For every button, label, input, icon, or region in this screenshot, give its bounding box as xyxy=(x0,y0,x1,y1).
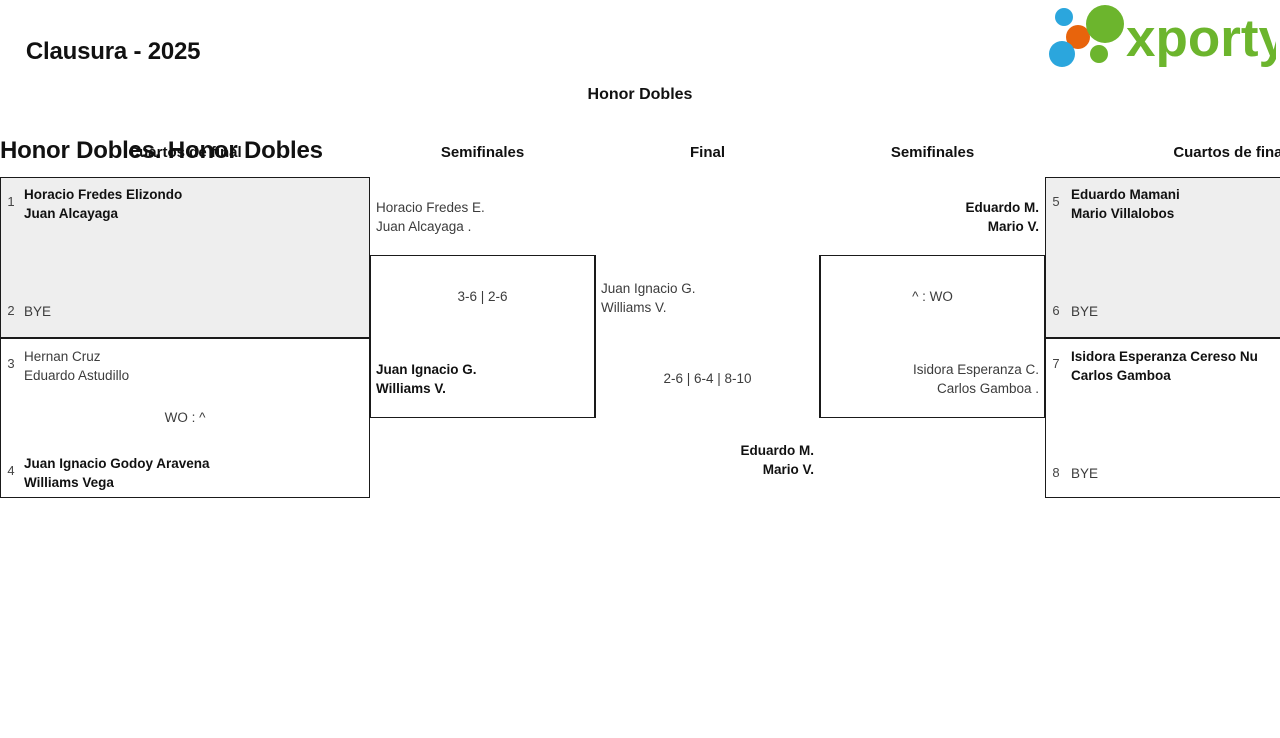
xporty-logo[interactable]: xporty xyxy=(1048,4,1276,70)
team-sl1-bottom-line2: Williams V. xyxy=(376,381,446,396)
team-sr1-bottom[interactable]: Isidora Esperanza C. Carlos Gamboa . xyxy=(820,360,1039,398)
seed-qr2-top: 7 xyxy=(1052,356,1060,371)
team-final-top-line1: Juan Ignacio G. xyxy=(601,281,696,296)
team-final-bottom-line2: Mario V. xyxy=(762,462,814,477)
team-ql1-bottom-line1: BYE xyxy=(24,304,52,319)
seed-qr1-bottom: 6 xyxy=(1052,303,1060,318)
seed-ql1-bottom: 2 xyxy=(7,303,15,318)
team-ql2-top-line2: Eduardo Astudillo xyxy=(24,368,130,383)
seed-qr1-top: 5 xyxy=(1052,194,1060,209)
team-sr1-bottom-line1: Isidora Esperanza C. xyxy=(912,362,1039,377)
team-qr1-top-line2: Mario Villalobos xyxy=(1071,206,1175,221)
match-box-ql-1[interactable] xyxy=(0,177,370,338)
logo-dot-blue-large xyxy=(1049,41,1075,67)
team-final-top-line2: Williams V. xyxy=(601,300,667,315)
team-ql2-bottom[interactable]: Juan Ignacio Godoy Aravena Williams Vega xyxy=(24,454,210,492)
logo-dot-orange xyxy=(1066,25,1090,49)
team-ql2-bottom-line2: Williams Vega xyxy=(24,475,114,490)
seed-ql2-top: 3 xyxy=(7,356,15,371)
score-sl1: 3-6 | 2-6 xyxy=(457,289,508,304)
bracket-title: Honor Dobles xyxy=(587,86,693,103)
team-sr1-top-line2: Mario V. xyxy=(987,219,1039,234)
team-qr2-bottom-line1: BYE xyxy=(1071,466,1099,481)
team-qr2-top-line2: Carlos Gamboa xyxy=(1071,368,1171,383)
team-qr2-top-line1: Isidora Esperanza Cereso Nu xyxy=(1071,349,1258,364)
match-box-final[interactable] xyxy=(595,255,820,418)
team-sl1-top-line1: Horacio Fredes E. xyxy=(376,200,485,215)
match-box-qr-2[interactable] xyxy=(1045,338,1280,498)
team-ql1-bottom[interactable]: BYE xyxy=(24,302,51,321)
team-qr1-bottom-line1: BYE xyxy=(1071,304,1099,319)
seed-ql1-top: 1 xyxy=(7,194,15,209)
score-ql2: WO : ^ xyxy=(164,410,206,425)
team-sl1-bottom-line1: Juan Ignacio G. xyxy=(376,362,477,377)
team-ql2-top[interactable]: Hernan Cruz Eduardo Astudillo xyxy=(24,347,129,385)
page-title-line2: Honor Dobles. Honor Dobles xyxy=(0,137,323,164)
score-final: 2-6 | 6-4 | 8-10 xyxy=(663,371,752,386)
seed-ql2-bottom: 4 xyxy=(7,463,15,478)
team-ql2-bottom-line1: Juan Ignacio Godoy Aravena xyxy=(24,456,210,471)
logo-dot-green-large xyxy=(1086,5,1124,43)
team-final-bottom-line1: Eduardo M. xyxy=(740,443,815,458)
round-header-final: Final xyxy=(689,144,725,161)
match-box-sr-1[interactable] xyxy=(820,255,1045,418)
logo-wordmark: xporty xyxy=(1126,9,1276,68)
team-ql1-top[interactable]: Horacio Fredes Elizondo Juan Alcayaga xyxy=(24,185,182,223)
team-qr2-bottom[interactable]: BYE xyxy=(1071,464,1098,483)
match-box-sl-1[interactable] xyxy=(370,255,595,418)
team-qr1-bottom[interactable]: BYE xyxy=(1071,302,1098,321)
team-ql2-top-line1: Hernan Cruz xyxy=(24,349,101,364)
team-sr1-bottom-line2: Carlos Gamboa . xyxy=(936,381,1039,396)
page-title: Clausura - 2025 Honor Dobles. Honor Dobl… xyxy=(0,2,323,233)
match-box-ql-2[interactable] xyxy=(0,338,370,498)
team-qr1-top[interactable]: Eduardo Mamani Mario Villalobos xyxy=(1071,185,1180,223)
seed-qr2-bottom: 8 xyxy=(1052,465,1060,480)
logo-dot-green-small xyxy=(1090,45,1108,63)
team-qr2-top[interactable]: Isidora Esperanza Cereso Nu Carlos Gambo… xyxy=(1071,347,1258,385)
page-title-line1: Clausura - 2025 xyxy=(25,38,201,65)
round-header-quarters-right: Cuartos de final xyxy=(1173,144,1280,161)
round-header-semis-right: Semifinales xyxy=(890,144,975,161)
team-sl1-top-line2: Juan Alcayaga . xyxy=(376,219,472,234)
quarters-right-clip: 5 Eduardo Mamani Mario Villalobos 6 BYE … xyxy=(1045,170,1280,510)
score-sr1: ^ : WO xyxy=(912,289,953,304)
team-qr1-top-line1: Eduardo Mamani xyxy=(1071,187,1180,202)
team-ql1-top-line2: Juan Alcayaga xyxy=(24,206,119,221)
team-final-bottom[interactable]: Eduardo M. Mario V. xyxy=(595,441,815,479)
team-final-top[interactable]: Juan Ignacio G. Williams V. xyxy=(601,279,696,317)
team-sr1-top[interactable]: Eduardo M. Mario V. xyxy=(820,198,1040,236)
round-header-semis-left: Semifinales xyxy=(440,144,525,161)
team-sr1-top-line1: Eduardo M. xyxy=(965,200,1040,215)
team-sl1-bottom[interactable]: Juan Ignacio G. Williams V. xyxy=(376,360,477,398)
round-header-quarters-left: Cuartos de final xyxy=(128,144,242,161)
team-sl1-top[interactable]: Horacio Fredes E. Juan Alcayaga . xyxy=(376,198,485,236)
logo-dot-blue-small xyxy=(1055,8,1073,26)
team-ql1-top-line1: Horacio Fredes Elizondo xyxy=(24,187,183,202)
match-box-qr-1[interactable] xyxy=(1045,177,1280,338)
